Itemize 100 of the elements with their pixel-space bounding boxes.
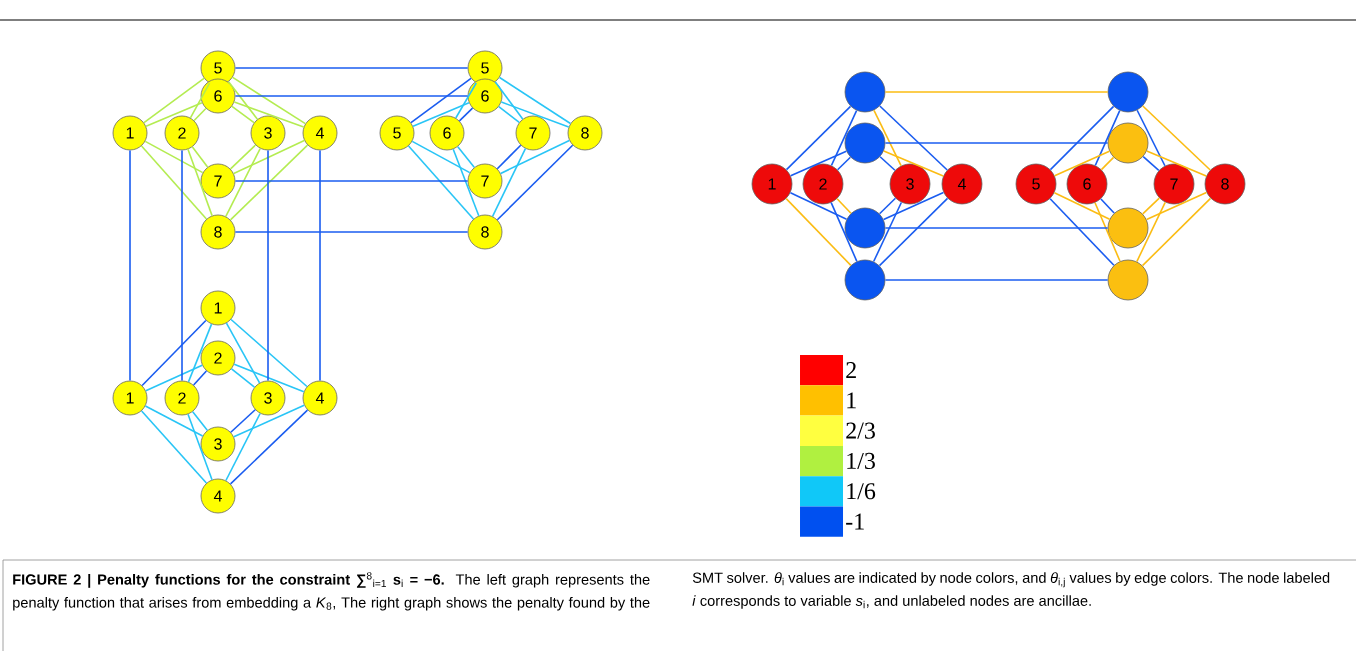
- edge-line: [498, 76, 572, 125]
- edge-line: [231, 105, 255, 124]
- edge-line: [227, 81, 259, 120]
- ancilla-circle: [844, 71, 886, 113]
- edge-line: [140, 145, 208, 220]
- edge-line: [225, 147, 261, 218]
- edge-line: [187, 413, 213, 481]
- edge-line: [230, 408, 256, 434]
- edge-line: [1100, 156, 1115, 171]
- edge-line: [494, 81, 524, 120]
- edge-line: [233, 101, 305, 128]
- edge-line: [878, 197, 897, 215]
- edge-line: [836, 197, 852, 215]
- edge-line: [145, 101, 203, 128]
- edge-line: [496, 144, 574, 221]
- edge-line: [872, 201, 903, 263]
- edge-line: [193, 107, 207, 122]
- legend-label: 1/6: [847, 483, 876, 500]
- edge-line: [1145, 191, 1208, 221]
- edge-line: [191, 146, 209, 168]
- edge-line: [230, 368, 256, 388]
- edge-line: [884, 91, 1109, 93]
- edge-line: [229, 144, 257, 170]
- edge-line: [496, 144, 522, 170]
- edge-line: [129, 149, 131, 382]
- edge-line: [231, 76, 307, 125]
- ancilla-circle: [844, 259, 886, 301]
- ancilla-circle: [844, 122, 886, 164]
- edge-line: [882, 191, 945, 221]
- edge-line: [1141, 197, 1212, 267]
- edge-line: [789, 191, 848, 221]
- edge-line: [457, 145, 475, 169]
- ancilla-circle: [1107, 122, 1149, 164]
- edge-line: [233, 404, 305, 438]
- edge-line: [143, 77, 205, 124]
- edge-line: [1100, 198, 1115, 214]
- edge-line: [1049, 197, 1115, 267]
- legend-label: 2/3: [846, 422, 875, 439]
- edge-line: [458, 107, 474, 122]
- edge-line: [187, 323, 213, 383]
- edge-line: [884, 279, 1109, 281]
- edge-line: [411, 140, 471, 174]
- edge-line: [830, 109, 858, 167]
- edge-line: [181, 149, 183, 382]
- edge-line: [234, 180, 469, 182]
- edge-line: [189, 82, 211, 119]
- edge-line: [225, 322, 261, 384]
- edge-line: [491, 147, 527, 218]
- edge-line: [836, 156, 852, 171]
- edge-line: [1136, 109, 1166, 167]
- edge-line: [144, 405, 204, 437]
- edge-line: [455, 82, 478, 119]
- edge-line: [789, 150, 848, 177]
- edge-line: [191, 410, 209, 432]
- edge-line: [1142, 105, 1211, 171]
- edge-line: [233, 363, 305, 393]
- edge-line: [187, 148, 213, 217]
- edge-line: [1141, 197, 1161, 215]
- ancilla-circle: [1107, 207, 1149, 249]
- edge-line: [1094, 201, 1121, 263]
- edge-line: [873, 109, 902, 167]
- edge-line: [879, 105, 948, 171]
- edge-line: [500, 101, 570, 128]
- edge-line: [830, 201, 858, 263]
- edge-line: [785, 197, 852, 267]
- edge-line: [229, 409, 309, 485]
- edge-line: [234, 95, 469, 97]
- edge-line: [234, 231, 469, 233]
- edge-line: [499, 139, 571, 175]
- edge-line: [1053, 150, 1111, 177]
- edge-line: [1049, 105, 1115, 171]
- legend-label: 2: [846, 362, 856, 378]
- edge-line: [144, 140, 204, 174]
- edge-line: [1053, 192, 1111, 220]
- edge-line: [412, 101, 470, 128]
- edge-line: [234, 67, 469, 69]
- edge-line: [884, 142, 1109, 144]
- edge-line: [319, 149, 321, 382]
- legend-label: -1: [846, 513, 864, 530]
- edge-line: [141, 319, 207, 387]
- edge-line: [407, 145, 475, 220]
- edge-line: [232, 139, 306, 175]
- edge-line: [145, 364, 203, 392]
- edge-line: [1142, 155, 1160, 172]
- edge-line: [230, 318, 308, 388]
- edge-line: [140, 410, 208, 484]
- ancilla-circle: [1107, 71, 1149, 113]
- edge-line: [267, 149, 269, 382]
- edge-line: [192, 370, 208, 386]
- legend-label: 1/3: [847, 452, 875, 469]
- legend-label: 1: [847, 392, 856, 409]
- edge-line: [498, 105, 521, 124]
- edge-line: [883, 150, 944, 177]
- ancilla-circle: [844, 207, 886, 249]
- edge-line: [452, 148, 480, 217]
- edge-line: [1136, 201, 1166, 263]
- edge-line: [884, 227, 1109, 229]
- edge-line: [785, 105, 852, 171]
- edge-line: [229, 144, 309, 221]
- edge-line: [879, 155, 896, 172]
